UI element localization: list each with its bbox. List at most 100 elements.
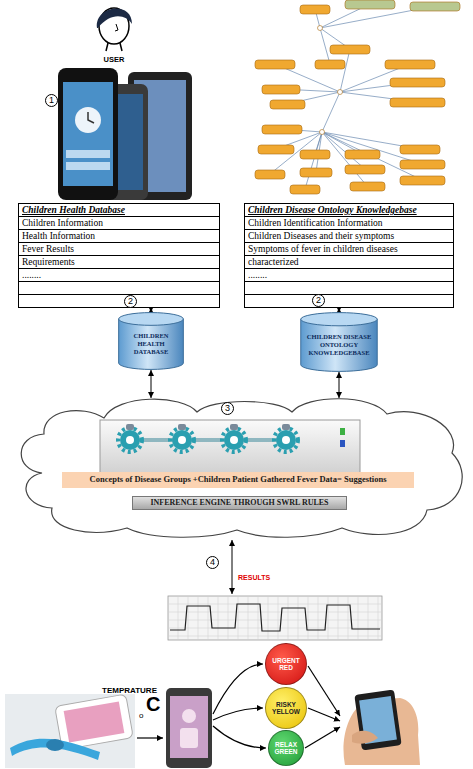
ontology-nodes-part <box>262 85 300 94</box>
callout-number: 1 <box>49 96 54 105</box>
gear-database <box>126 424 134 430</box>
text-label: C <box>146 693 160 715</box>
callout-circle: 2 <box>312 294 325 307</box>
callout-circle: 2 <box>124 295 137 308</box>
ontology-nodes-part <box>320 130 325 135</box>
table-row: Fever Results <box>19 243 219 256</box>
table-row: Requirements <box>19 256 219 269</box>
mobile-devices <box>58 68 192 200</box>
connector-arrow <box>151 308 152 312</box>
phone-photo <box>166 688 212 768</box>
status-arrows-part <box>305 727 340 748</box>
gear-body <box>120 430 140 450</box>
table-row: Symptoms of fever in children diseases <box>245 243 453 256</box>
callout-number: 3 <box>225 404 230 413</box>
ontology-nodes-part <box>400 145 440 154</box>
ontology-nodes-part <box>300 150 330 159</box>
gear-body <box>276 430 296 450</box>
user-avatar-part <box>97 9 132 28</box>
ontology-nodes-part <box>345 165 385 174</box>
connector-arrow <box>151 370 152 398</box>
table-cell: Children Identification Information <box>248 218 383 228</box>
table-header: Children Disease Ontology Knowledgebase <box>245 204 453 217</box>
server-illustration <box>12 398 464 538</box>
connector-arrow <box>339 308 340 312</box>
phone-photo-part <box>182 709 196 723</box>
server-led <box>340 428 345 435</box>
callout-number: 4 <box>210 558 215 567</box>
cylinder-top <box>301 313 377 326</box>
gear-teeth <box>118 428 142 452</box>
status-circle: RELAX GREEN <box>268 730 304 766</box>
gear-hole <box>282 436 290 444</box>
status-label: URGENT RED <box>272 657 299 671</box>
wearable-device-photo-part <box>10 739 100 760</box>
table-cell: Requirements <box>22 257 75 267</box>
cylinder-body <box>119 319 184 369</box>
concept-band: Concepts of Disease Groups +Children Pat… <box>62 472 414 488</box>
temperature-chart <box>168 596 382 640</box>
inference-bar: INFERENCE ENGINE THROUGH SWRL RULES <box>132 496 347 510</box>
gear-body <box>224 430 244 450</box>
ontology-nodes-part <box>350 182 385 191</box>
phone-photo-part <box>180 728 198 748</box>
engine-label: INFERENCE ENGINE THROUGH SWRL RULES <box>150 498 328 507</box>
table-row: ........ <box>19 269 219 282</box>
user-avatar-part <box>106 43 122 51</box>
ontology-nodes-part <box>390 78 445 87</box>
gear-hole <box>126 436 134 444</box>
status-arrows-part <box>213 708 263 720</box>
gear-body <box>172 430 192 450</box>
circle-text: RELAX GREEN <box>271 741 301 755</box>
text-label: o <box>139 711 143 720</box>
ontology-nodes-part <box>315 60 345 69</box>
table-cell: ........ <box>22 270 41 280</box>
user-avatar <box>97 8 132 51</box>
hand-phone-photo <box>343 689 420 765</box>
ontology-nodes-part <box>258 145 294 154</box>
ontology-nodes-part <box>330 45 370 54</box>
cloud-outline <box>21 399 462 538</box>
ontology-nodes-part <box>255 170 285 179</box>
cylinder-text: CHILDREN HEALTH DATABASE <box>125 332 177 355</box>
phone-photo-part <box>170 696 208 758</box>
ontology-graph-part <box>275 49 417 104</box>
mobile-devices-part <box>88 112 94 123</box>
gear-hole <box>230 436 238 444</box>
ontology-nodes-part <box>270 100 305 109</box>
data-table: Children Health DatabaseChildren Informa… <box>18 203 220 308</box>
flow-arrow <box>137 737 163 738</box>
status-circle: URGENT RED <box>265 643 307 685</box>
gear-teeth <box>222 428 246 452</box>
table-row: ........ <box>245 269 453 282</box>
ontology-nodes-part <box>300 168 332 177</box>
circle-text: RISKY YELLOW <box>268 701 304 715</box>
text-label: RESULTS <box>238 574 270 581</box>
status-arrows-part <box>213 726 266 748</box>
table-row <box>19 295 219 307</box>
ontology-nodes-part <box>300 5 330 14</box>
callout-circle: 3 <box>221 402 234 415</box>
cylinder-text-box: CHILDREN DISEASE ONTOLOGY KNOWLEDGEBASE <box>300 312 378 372</box>
label-box: RESULTS <box>238 566 270 584</box>
ontology-nodes-part <box>290 185 320 194</box>
wearable-device-photo-part <box>55 694 134 750</box>
wearable-device-photo <box>5 694 135 768</box>
server-led <box>340 440 345 447</box>
database-cylinder: CHILDREN DISEASE ONTOLOGY KNOWLEDGEBASE <box>300 312 378 372</box>
table-title: Children Disease Ontology Knowledgebase <box>248 205 417 215</box>
ontology-nodes-part <box>400 176 445 185</box>
mobile-devices-part <box>63 82 113 186</box>
table-cell: Symptoms of fever in children diseases <box>248 244 398 254</box>
table-cell: characterized <box>248 257 299 267</box>
status-label: RELAX GREEN <box>274 741 297 755</box>
status-arrows-part <box>308 708 340 721</box>
callout-number: 2 <box>128 297 133 306</box>
circle-text: URGENT RED <box>268 657 304 671</box>
table-cell: Children Information <box>22 218 103 228</box>
table-row: Children Identification Information <box>245 217 453 230</box>
table-row: Children Diseases and their symptoms <box>245 230 453 243</box>
